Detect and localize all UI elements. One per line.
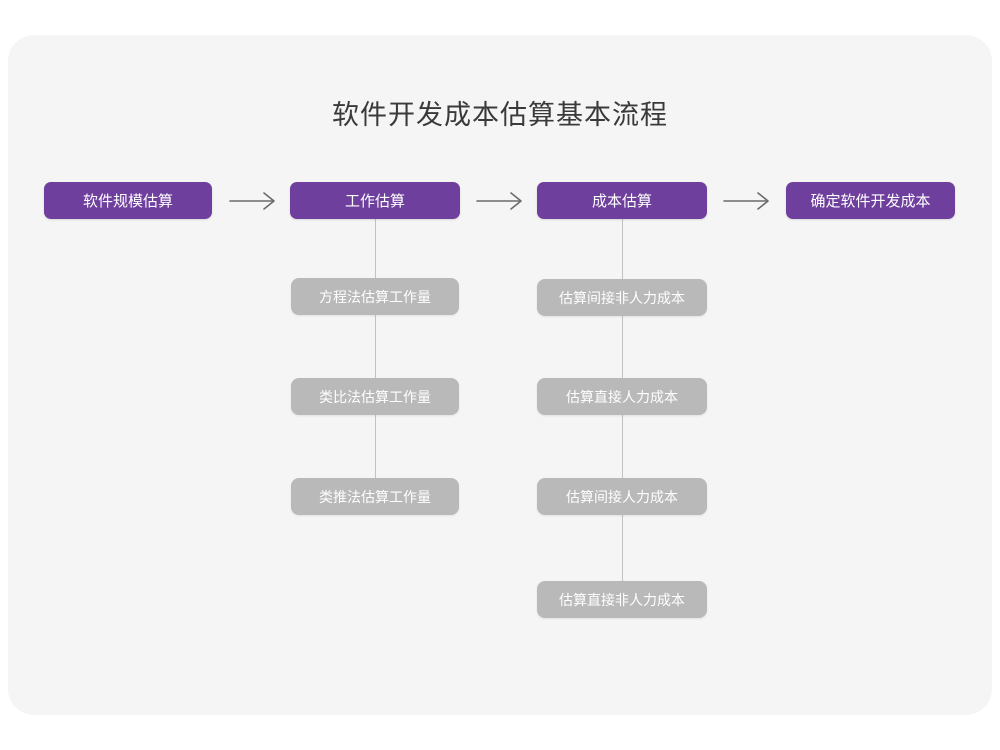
- arrow-right-icon-2: [475, 189, 527, 213]
- branch-cost-item-4[interactable]: 估算直接非人力成本: [537, 581, 707, 618]
- branch-work-item-3[interactable]: 类推法估算工作量: [291, 478, 459, 515]
- page-title: 软件开发成本估算基本流程: [332, 100, 668, 130]
- branch-cost-item-3[interactable]: 估算间接人力成本: [537, 478, 707, 515]
- arrow-right-icon-3: [722, 189, 774, 213]
- arrow-right-icon-1: [228, 189, 280, 213]
- diagram-card: [8, 35, 992, 715]
- branch-work-item-2[interactable]: 类比法估算工作量: [291, 378, 459, 415]
- flow-node-step2[interactable]: 工作估算: [290, 182, 460, 219]
- branch-cost-item-2[interactable]: 估算直接人力成本: [537, 378, 707, 415]
- connector-line-work: [375, 218, 376, 498]
- flow-node-step3[interactable]: 成本估算: [537, 182, 707, 219]
- flow-node-step4[interactable]: 确定软件开发成本: [786, 182, 955, 219]
- branch-cost-item-1[interactable]: 估算间接非人力成本: [537, 279, 707, 316]
- flow-node-step1[interactable]: 软件规模估算: [44, 182, 212, 219]
- branch-work-item-1[interactable]: 方程法估算工作量: [291, 278, 459, 315]
